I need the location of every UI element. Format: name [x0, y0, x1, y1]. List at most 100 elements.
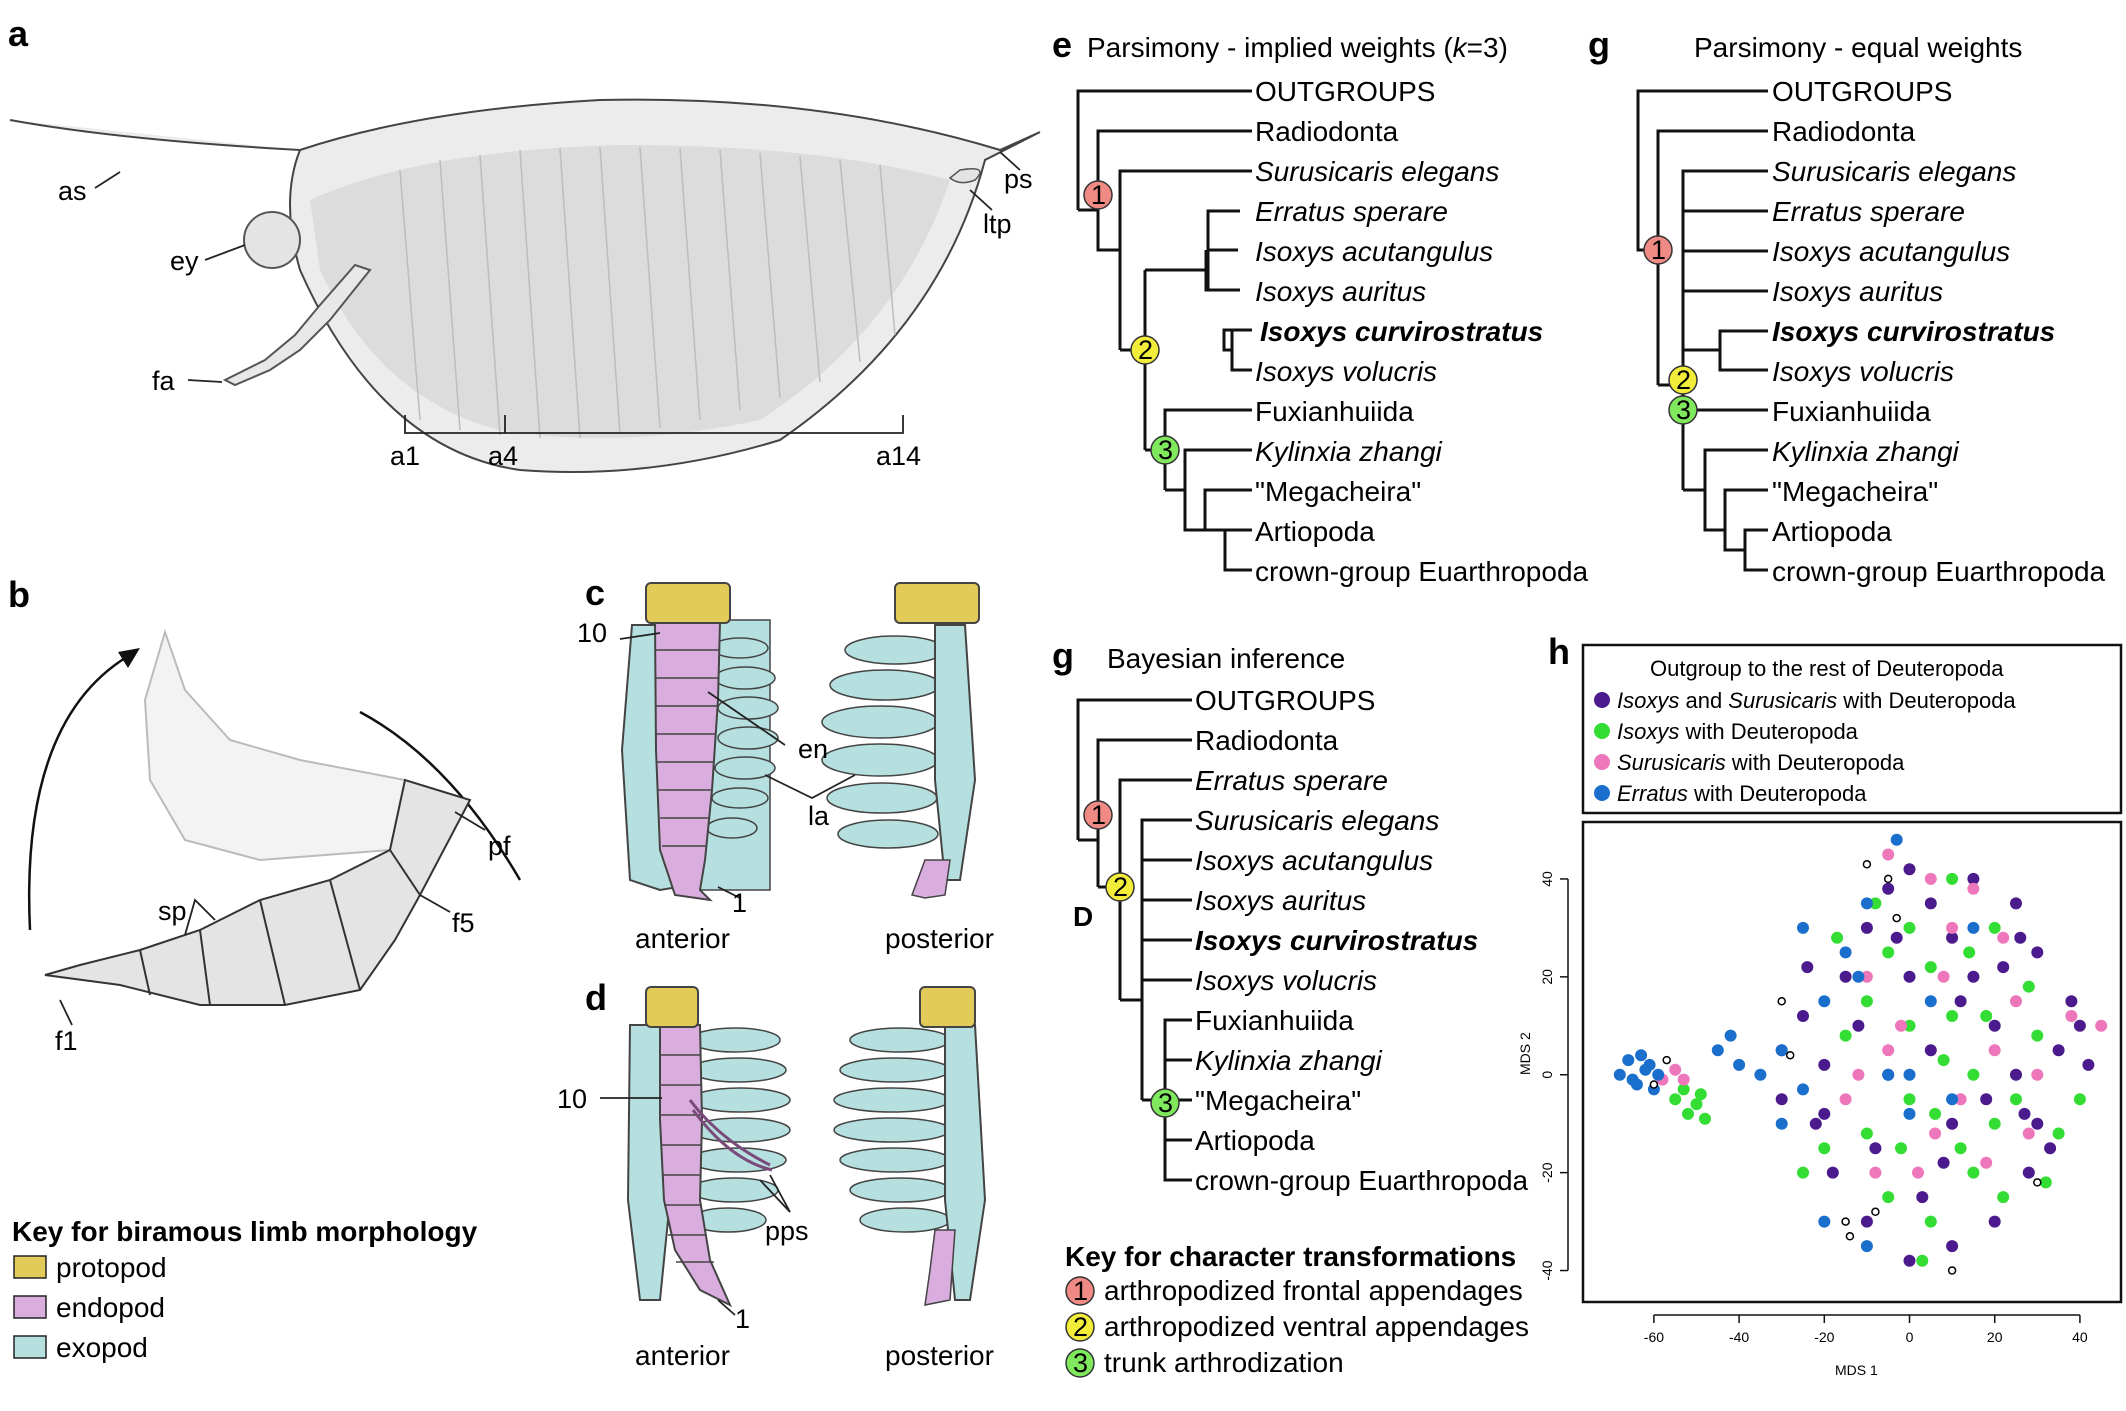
- scatter-point: [1946, 1240, 1959, 1253]
- scatter-point: [1916, 1191, 1929, 1204]
- scatter-point: [1845, 1232, 1855, 1241]
- legend-h-box: [1581, 643, 2123, 815]
- scatter-point: [1841, 1217, 1850, 1226]
- scatter-point: [2010, 1068, 2022, 1081]
- scatter-point: [1775, 1044, 1788, 1057]
- scatter-point: [1924, 961, 1937, 974]
- scatter-point: [1777, 997, 1786, 1006]
- scatter-point: [1916, 1254, 1929, 1267]
- tree-g-node-3-label: 3: [1676, 395, 1691, 425]
- scatter-point: [1924, 1044, 1937, 1057]
- scatter-point: [1677, 1073, 1690, 1086]
- scatter-point: [1862, 860, 1872, 869]
- scatter-point: [1946, 1093, 1959, 1106]
- tree-g-title: Parsimony - equal weights: [1694, 32, 2022, 63]
- scatter-point: [1903, 863, 1916, 876]
- tree-e-taxon: Erratus sperare: [1255, 196, 1448, 227]
- scatter-point: [1839, 1093, 1852, 1106]
- tree-bayes-taxon: Kylinxia zhangi: [1195, 1045, 1383, 1076]
- panel-b-leaders: [59, 811, 486, 1026]
- character-key: Key for character transformations 1 arth…: [1065, 1241, 1529, 1378]
- label-ltp: ltp: [983, 209, 1012, 239]
- scatter-point: [2031, 1068, 2044, 1081]
- scatter-point: [1882, 1191, 1895, 1204]
- tree-bayes-taxon: Radiodonta: [1195, 725, 1339, 756]
- tree-e-node-2: [1130, 335, 1160, 365]
- tree-bayes-taxon: Isoxys auritus: [1195, 885, 1366, 916]
- limb-c-posterior: [821, 582, 980, 899]
- scatter-point: [1860, 921, 1873, 934]
- tree-g-node-1: [1643, 235, 1673, 265]
- scatter-point: [1882, 1044, 1895, 1057]
- label-c-10: 10: [577, 618, 607, 648]
- scatter-point: [1963, 946, 1976, 959]
- scatter-point: [1785, 1050, 1795, 1060]
- limb-key: Key for biramous limb morphology protopo…: [12, 1216, 478, 1363]
- scatter-point: [1699, 1112, 1711, 1125]
- label-d-10: 10: [557, 1084, 587, 1114]
- tree-e-taxon: crown-group Euarthropoda: [1255, 556, 1589, 587]
- tree-bayes-taxon: OUTGROUPS: [1195, 685, 1375, 716]
- scatter-point: [1690, 1098, 1703, 1111]
- char-key-item-1: arthropodized frontal appendages: [1104, 1275, 1523, 1306]
- label-ps: ps: [1004, 164, 1033, 194]
- tree-bayes-taxon: Erratus sperare: [1195, 765, 1388, 796]
- scatter-point: [1652, 1068, 1665, 1081]
- scatter-point: [1903, 1107, 1916, 1120]
- scatter-point: [1903, 921, 1916, 934]
- frontal-appendage-shape: [222, 263, 372, 387]
- tree-g-node-3: [1668, 395, 1698, 425]
- scatter-plot-frame: [1581, 820, 2123, 1304]
- label-as: as: [58, 176, 87, 206]
- limb-key-endopod: endopod: [56, 1292, 165, 1323]
- trunk-segments: [399, 146, 896, 439]
- tree-bayes-node-3: [1150, 1088, 1180, 1118]
- x-tick-label: 0: [1906, 1329, 1914, 1345]
- scatter-point: [1733, 1058, 1746, 1071]
- scatter-point: [1643, 1058, 1656, 1071]
- tree-e-title: Parsimony - implied weights (k=3): [1087, 32, 1508, 63]
- scatter-point: [1860, 1240, 1873, 1253]
- scatter-point: [1694, 1088, 1707, 1101]
- tree-bayes-taxa: OUTGROUPS Radiodonta Erratus sperare Sur…: [1195, 685, 1529, 1196]
- tree-g-taxon: Kylinxia zhangi: [1772, 436, 1960, 467]
- scatter-point: [1869, 1142, 1882, 1155]
- tree-g-taxon: crown-group Euarthropoda: [1772, 556, 2106, 587]
- scatter-point: [1997, 1191, 2010, 1204]
- scatter-point: [1882, 946, 1895, 959]
- label-d-1: 1: [735, 1304, 750, 1334]
- label-f1: f1: [55, 1026, 78, 1056]
- scatter-point: [2031, 1029, 2044, 1042]
- char-key-item-3: trunk arthrodization: [1104, 1347, 1344, 1378]
- tree-bayes: g Bayesian inference 1 2 3: [1052, 635, 1529, 1196]
- scatter-point: [1869, 1166, 1882, 1179]
- tree-e-taxon: "Megacheira": [1255, 476, 1421, 507]
- scatter-point: [1818, 1142, 1831, 1155]
- scatter-point: [1622, 1054, 1635, 1067]
- char-key-marker-1-num: 1: [1073, 1276, 1088, 1306]
- scatter-point: [1967, 1068, 1980, 1081]
- scatter-point: [1988, 1117, 2001, 1130]
- y-axis-label: MDS 2: [1517, 1032, 1533, 1075]
- tree-e-taxon: Radiodonta: [1255, 116, 1399, 147]
- scatter-point: [1967, 1166, 1980, 1179]
- tree-e-taxon: Surusicaris elegans: [1255, 156, 1499, 187]
- tree-e: e Parsimony - implied weights (k=3): [1052, 24, 1589, 587]
- scatter-point: [2031, 1117, 2044, 1130]
- scatter-point: [1890, 931, 1903, 944]
- appendage-faded-shape: [143, 628, 407, 862]
- legend-item-both: Isoxys and Surusicaris with Deuteropoda: [1617, 688, 2016, 713]
- tree-g-taxon: Surusicaris elegans: [1772, 156, 2016, 187]
- y-tick-label: -40: [1539, 1260, 1555, 1280]
- scatter-point: [1860, 995, 1873, 1008]
- y-tick-label: 40: [1539, 871, 1555, 887]
- scatter-point: [1860, 1127, 1873, 1140]
- legend-dot-surusicaris: [1594, 754, 1610, 770]
- panel-b-letter: b: [8, 574, 30, 615]
- tree-g-node-1-label: 1: [1651, 235, 1666, 265]
- x-tick-label: -40: [1729, 1329, 1749, 1345]
- scatter-point: [1895, 1142, 1907, 1155]
- podomere-joints: [139, 849, 421, 1006]
- curved-arrow-shape: [28, 653, 131, 931]
